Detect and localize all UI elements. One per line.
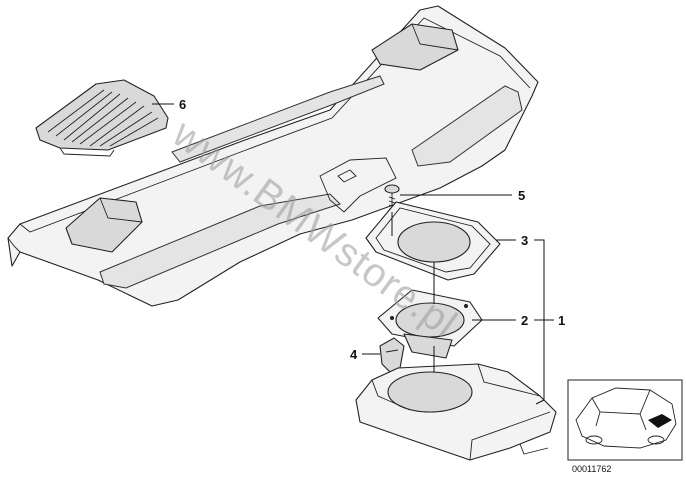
screw (384, 184, 400, 212)
expanding-clip (379, 337, 405, 373)
callout-1-bracket (534, 239, 554, 400)
document-number: 00011762 (572, 464, 611, 474)
speaker-housing (355, 363, 557, 461)
speaker-location-mark (648, 414, 672, 428)
callout-6: 6 (179, 97, 186, 112)
parcel-shelf-drawing (7, 5, 539, 307)
callout-2: 2 (521, 313, 528, 328)
speaker-grille-cover (35, 79, 169, 157)
car-location-thumbnail (567, 379, 683, 461)
callout-5: 5 (518, 188, 525, 203)
callout-3: 3 (521, 233, 528, 248)
callout-1-bracket-tail (535, 399, 545, 405)
grille-hatching (47, 89, 159, 147)
loudspeaker (377, 289, 483, 359)
callout-4: 4 (350, 347, 358, 362)
callout-1: 1 (558, 313, 565, 328)
